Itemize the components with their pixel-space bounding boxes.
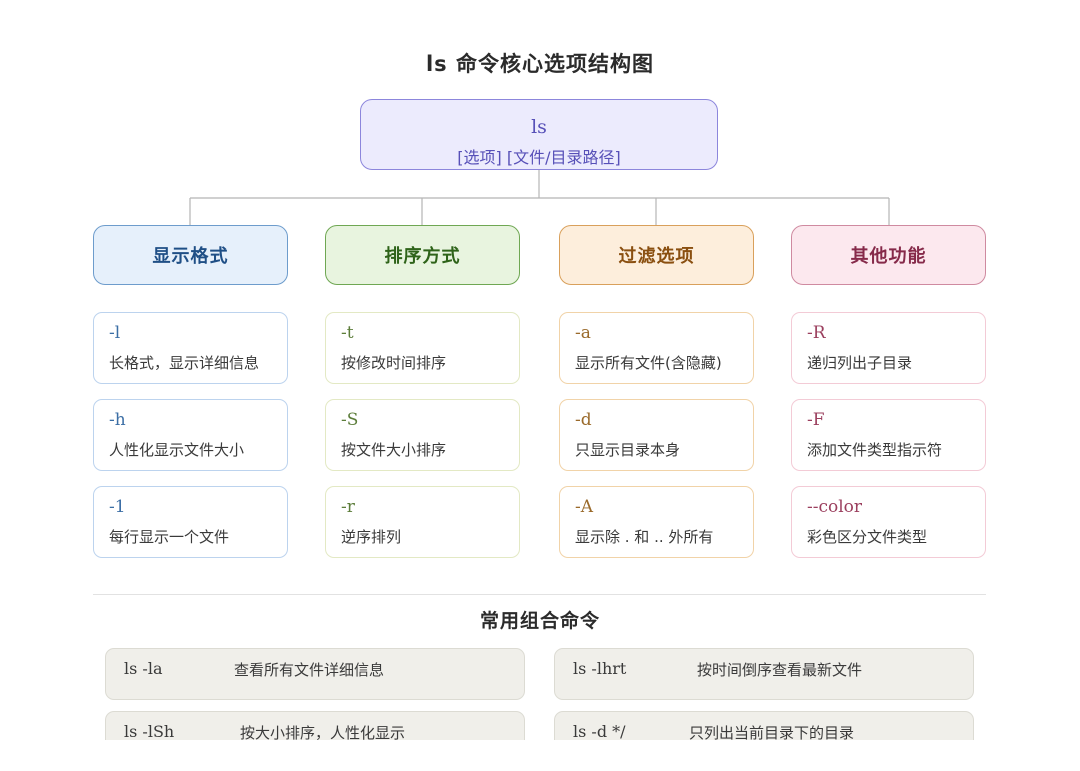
option-desc: 显示除 . 和 .. 外所有 [575, 528, 714, 546]
option-desc: 按文件大小排序 [341, 441, 447, 459]
option-card: -R 递归列出子目录 [791, 312, 986, 384]
option-desc: 每行显示一个文件 [109, 528, 230, 546]
option-flag: --color [807, 497, 863, 517]
combo-desc: 按时间倒序查看最新文件 [697, 661, 863, 679]
option-desc: 显示所有文件(含隐藏) [575, 354, 722, 372]
option-desc: 长格式，显示详细信息 [109, 354, 260, 372]
category-display-format: 显示格式 [93, 225, 288, 285]
root-command: ls [531, 116, 547, 138]
option-card: -d 只显示目录本身 [559, 399, 754, 471]
option-card: -l 长格式，显示详细信息 [93, 312, 288, 384]
option-desc: 人性化显示文件大小 [109, 441, 245, 459]
option-flag: -r [341, 497, 355, 517]
combo-desc: 只列出当前目录下的目录 [689, 724, 855, 742]
option-card: -S 按文件大小排序 [325, 399, 520, 471]
option-flag: -R [807, 323, 826, 343]
combo-command: ls -lhrt [573, 659, 627, 678]
bottom-crop-edge [0, 740, 1080, 771]
option-flag: -S [341, 410, 359, 430]
option-card: -h 人性化显示文件大小 [93, 399, 288, 471]
category-sorting: 排序方式 [325, 225, 520, 285]
combo-desc: 按大小排序，人性化显示 [240, 724, 406, 742]
option-flag: -t [341, 323, 354, 343]
combo-card: ls -lhrt 按时间倒序查看最新文件 [554, 648, 974, 700]
diagram-title: ls 命令核心选项结构图 [425, 52, 654, 76]
option-desc: 添加文件类型指示符 [807, 441, 943, 459]
option-flag: -h [109, 410, 126, 430]
combos-title: 常用组合命令 [479, 610, 600, 632]
option-desc: 只显示目录本身 [575, 441, 681, 459]
combo-command: ls -d */ [573, 722, 626, 741]
option-desc: 彩色区分文件类型 [807, 528, 928, 546]
option-flag: -A [575, 497, 594, 517]
option-card: -a 显示所有文件(含隐藏) [559, 312, 754, 384]
combo-desc: 查看所有文件详细信息 [234, 661, 385, 679]
option-card: -A 显示除 . 和 .. 外所有 [559, 486, 754, 558]
option-card: -r 逆序排列 [325, 486, 520, 558]
option-card: -t 按修改时间排序 [325, 312, 520, 384]
option-flag: -l [109, 323, 121, 343]
option-card: --color 彩色区分文件类型 [791, 486, 986, 558]
option-flag: -F [807, 410, 825, 430]
option-card: -1 每行显示一个文件 [93, 486, 288, 558]
option-flag: -1 [109, 497, 126, 517]
option-desc: 逆序排列 [341, 528, 402, 546]
combo-command: ls -lSh [124, 722, 175, 741]
combo-command: ls -la [124, 659, 163, 678]
option-flag: -d [575, 410, 592, 430]
category-filtering: 过滤选项 [559, 225, 754, 285]
category-other: 其他功能 [791, 225, 986, 285]
combo-card: ls -la 查看所有文件详细信息 [105, 648, 525, 700]
option-flag: -a [575, 323, 591, 343]
option-desc: 递归列出子目录 [807, 354, 913, 372]
option-desc: 按修改时间排序 [341, 354, 447, 372]
root-node-ls: ls [选项] [文件/目录路径] [360, 99, 718, 170]
section-divider [93, 594, 986, 595]
root-syntax: [选项] [文件/目录路径] [457, 148, 621, 167]
option-card: -F 添加文件类型指示符 [791, 399, 986, 471]
